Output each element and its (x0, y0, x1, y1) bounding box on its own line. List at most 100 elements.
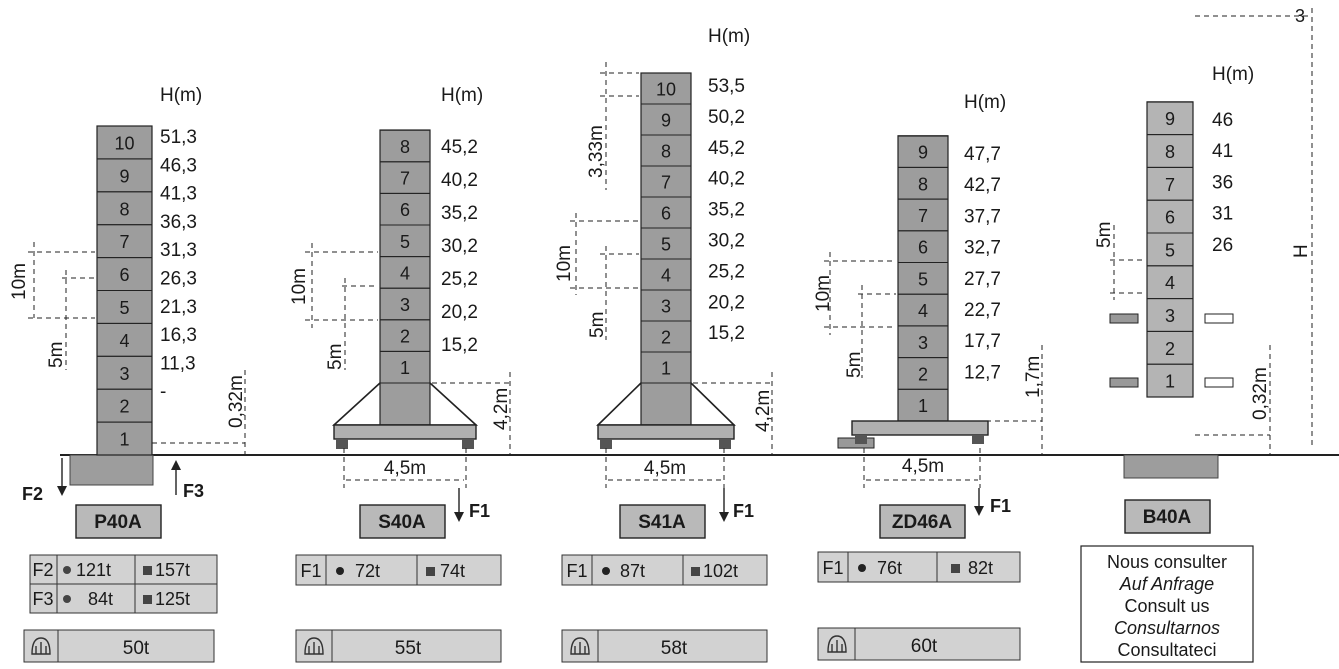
model-label-box (619, 504, 706, 539)
height-value: 41 (1212, 141, 1233, 162)
height-value: 46,3 (160, 155, 197, 176)
dim-333m: 3,33m (586, 125, 607, 178)
force-f1: F1 (990, 496, 1011, 516)
height-value: 30,2 (441, 236, 478, 257)
dim-45m: 4,5m (644, 458, 686, 479)
height-value: 15,2 (708, 323, 745, 344)
dim-10m: 10m (813, 275, 834, 312)
square-bullet-icon (143, 566, 152, 575)
height-value: 31,3 (160, 240, 197, 261)
segment-number: 5 (918, 269, 928, 289)
segment-number: 6 (1165, 208, 1175, 228)
segment-number: 8 (119, 199, 129, 219)
consult-line-fr: Nous consulter (1107, 552, 1227, 572)
load-table-s41a: F1 87t 102t (561, 554, 768, 586)
segment-number: 4 (1165, 273, 1175, 293)
segment-number: 7 (918, 206, 928, 226)
load-square-value: 125t (155, 589, 190, 609)
segment-number: 1 (400, 358, 410, 378)
dim-5m: 5m (46, 342, 67, 368)
segment-number: 3 (918, 333, 928, 353)
foundation-block (69, 454, 154, 486)
height-value: 21,3 (160, 297, 197, 318)
segment-number: 9 (918, 143, 928, 163)
height-value: 32,7 (964, 238, 1001, 259)
dim-5m: 5m (325, 344, 346, 370)
load-circle-value: 87t (620, 561, 645, 581)
height-value: 31 (1212, 204, 1233, 225)
ballast-weight-icon (31, 637, 51, 655)
weight-box-zd46a: 60t (817, 627, 1021, 661)
force-f3: F3 (183, 481, 204, 501)
dim-45m: 4,5m (902, 456, 944, 477)
segment-number: 7 (1165, 175, 1175, 195)
height-value: 50,2 (708, 107, 745, 128)
model-label-box (75, 504, 162, 539)
weight-value: 60t (911, 636, 938, 657)
dim-17m: 1,7m (1023, 356, 1044, 398)
segment-number: 2 (119, 397, 129, 417)
segment-number: 10 (114, 133, 134, 153)
segment-number: 3 (1165, 306, 1175, 326)
height-header: H(m) (160, 85, 202, 106)
segment-number: 6 (918, 238, 928, 258)
height-value: 41,3 (160, 184, 197, 205)
load-force: F1 (566, 561, 587, 581)
load-circle-value: 84t (88, 589, 113, 609)
ballast-weight-icon (304, 637, 324, 655)
height-value: 53,5 (708, 76, 745, 97)
force-f1: F1 (733, 501, 754, 521)
height-value: 51,3 (160, 127, 197, 148)
height-value: 30,2 (708, 231, 745, 252)
mast-segment (96, 125, 153, 160)
load-square-value: 102t (703, 561, 738, 581)
height-header: H(m) (1212, 64, 1254, 85)
force-f1: F1 (469, 501, 490, 521)
segment-number: 8 (1165, 142, 1175, 162)
load-square-value: 157t (155, 560, 190, 580)
weight-value: 55t (395, 638, 422, 659)
dim-032m: 0,32m (1250, 367, 1271, 420)
height-value: 37,7 (964, 206, 1001, 227)
circle-bullet-icon (858, 564, 866, 572)
height-value: 45,2 (708, 138, 745, 159)
circle-bullet-icon (336, 567, 344, 575)
dim-5m: 5m (1094, 222, 1115, 248)
dim-10m: 10m (9, 263, 30, 300)
segment-number: 6 (661, 204, 671, 224)
segment-number: 5 (400, 232, 410, 252)
height-value: 12,7 (964, 362, 1001, 383)
mast-segment (897, 135, 949, 168)
model-code: B40A (1143, 507, 1192, 528)
segment-number: 8 (918, 174, 928, 194)
segment-number: 1 (918, 396, 928, 416)
dim-H: H (1291, 244, 1312, 258)
segment-number: 3 (661, 297, 671, 317)
dim-5m: 5m (587, 312, 608, 338)
load-circle-value: 121t (76, 560, 111, 580)
dim-42m: 4,2m (491, 388, 512, 430)
chassis (597, 424, 735, 440)
segment-number: 2 (400, 327, 410, 347)
segment-number: 5 (661, 235, 671, 255)
consult-line-de: Auf Anfrage (1119, 574, 1214, 594)
segment-number: 8 (400, 137, 410, 157)
segment-number: 5 (1165, 240, 1175, 260)
dim-10m: 10m (289, 268, 310, 305)
height-value: 35,2 (708, 200, 745, 221)
height-header: H(m) (964, 92, 1006, 113)
consult-line-es: Consultarnos (1114, 618, 1220, 638)
load-table-zd46a: F1 76t 82t (817, 551, 1021, 583)
segment-number: 6 (119, 265, 129, 285)
load-force: F2 (32, 560, 53, 580)
segment-number: 2 (918, 364, 928, 384)
height-value: 16,3 (160, 325, 197, 346)
model-label-box (359, 504, 446, 539)
weight-value: 58t (661, 638, 688, 659)
height-value: 27,7 (964, 269, 1001, 290)
